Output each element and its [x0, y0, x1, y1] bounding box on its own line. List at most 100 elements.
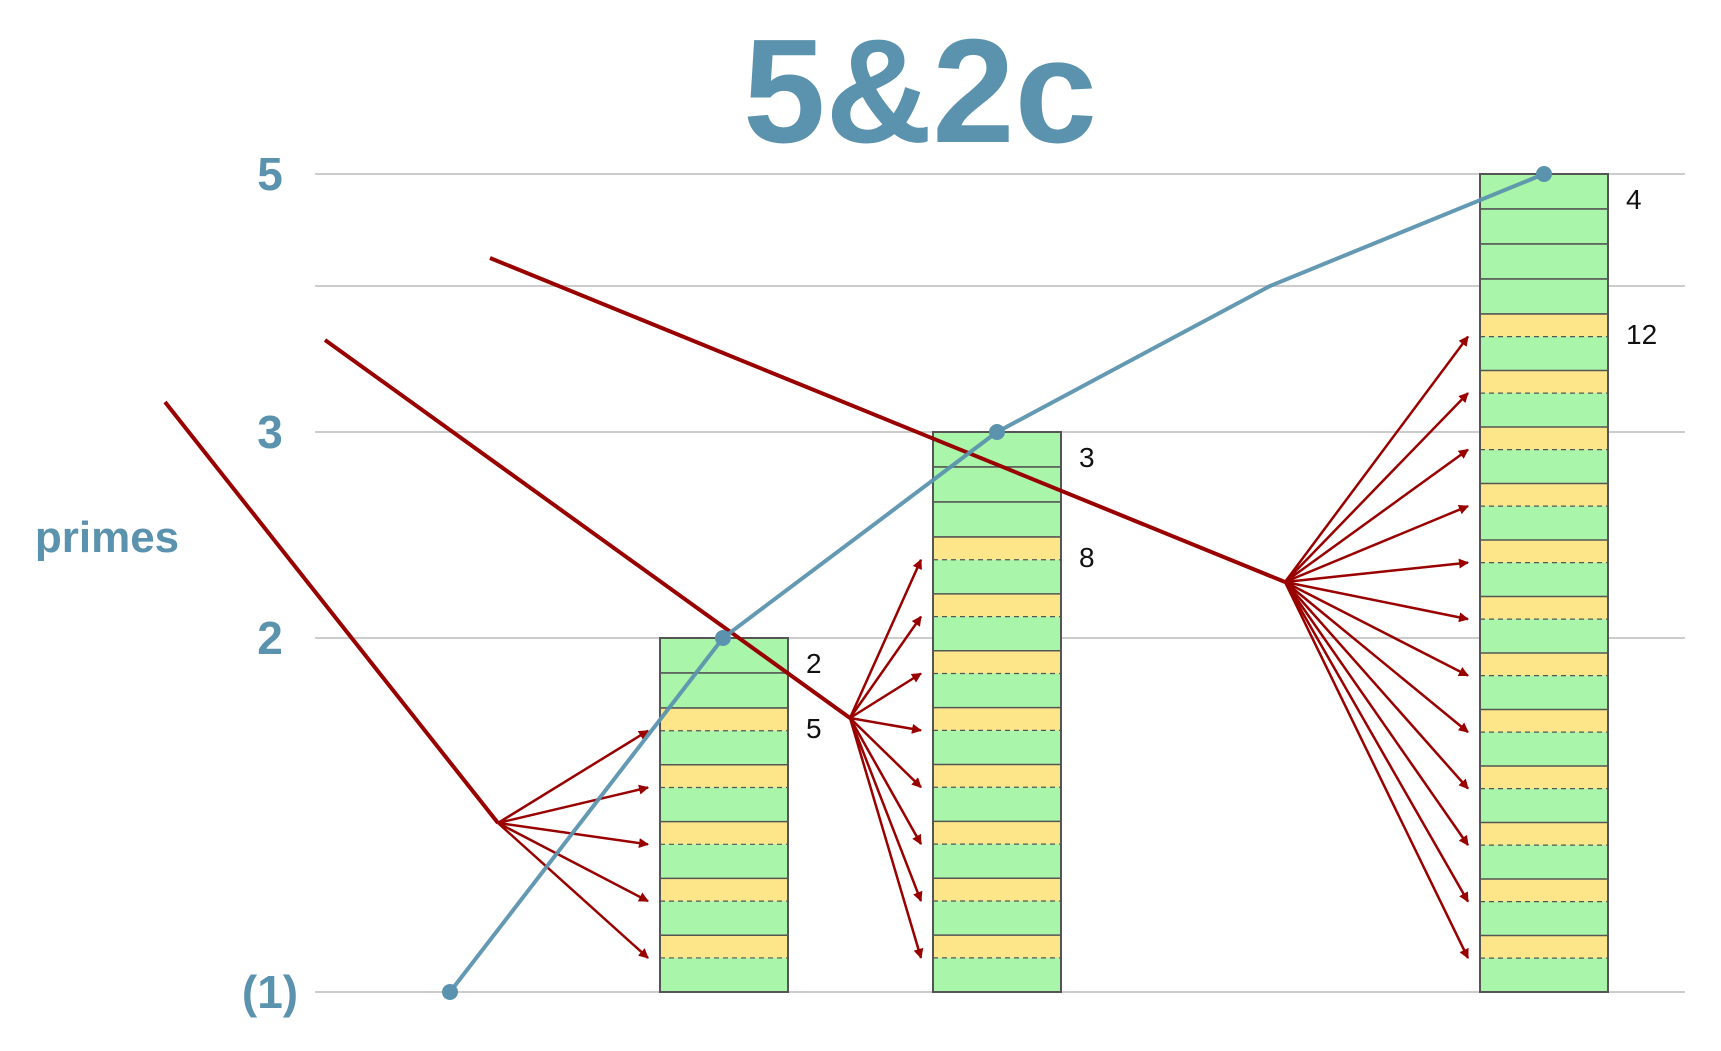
green-count-label: 4: [1626, 184, 1642, 215]
pointer-line-1: [163, 400, 500, 825]
yellow-cell: [1480, 822, 1608, 846]
yellow-cell: [660, 821, 788, 845]
green-cell: [1479, 208, 1609, 245]
green-cell: [1479, 243, 1609, 280]
stack-2: [932, 431, 1062, 993]
green-count-label: 3: [1079, 442, 1095, 473]
green-cell: [1480, 675, 1608, 710]
green-cell: [932, 501, 1062, 538]
fan-arrow: [1283, 581, 1470, 903]
fan-arrow: [1284, 448, 1469, 584]
fan-arrow: [1284, 580, 1469, 623]
yellow-cell: [933, 707, 1061, 731]
green-cell: [933, 787, 1061, 822]
fan-arrow: [1284, 581, 1469, 790]
yellow-cell: [933, 650, 1061, 674]
yellow-cell: [1480, 709, 1608, 733]
green-cell: [660, 730, 788, 765]
green-cell: [1480, 845, 1608, 879]
fan-arrow: [497, 821, 649, 903]
green-cell: [1480, 336, 1608, 371]
green-cell: [933, 559, 1061, 594]
green-cell: [1480, 506, 1608, 540]
line-marker: [442, 984, 458, 1000]
yellow-count-label: 5: [806, 713, 822, 744]
diagram-title: 5&2c: [743, 9, 1097, 174]
y-tick-3: 3: [257, 406, 283, 458]
y-axis-label: primes: [35, 513, 179, 562]
yellow-cell: [1480, 766, 1608, 789]
green-cell: [933, 957, 1061, 992]
yellow-cell: [933, 878, 1061, 901]
fan-arrow: [497, 729, 649, 825]
text-layer: 5&2c primes (1) 2 3 5 2 5 3 8 4 12: [35, 9, 1657, 1018]
green-cell: [660, 787, 788, 822]
fan-arrow: [1284, 558, 1469, 584]
y-tick-1: (1): [242, 966, 298, 1018]
fan-arrow: [1283, 581, 1470, 959]
fan-arrow: [1284, 580, 1469, 677]
stack-layer: [659, 173, 1609, 993]
line-marker: [1536, 166, 1552, 182]
yellow-cell: [1480, 540, 1608, 563]
green-cell: [1479, 278, 1609, 315]
yellow-cell: [660, 708, 788, 731]
stack-1: [659, 637, 789, 993]
fan-arrow: [1284, 504, 1469, 584]
yellow-cell: [1480, 314, 1608, 337]
yellow-cell: [1480, 483, 1608, 507]
yellow-cell: [933, 821, 1061, 845]
yellow-cell: [1480, 596, 1608, 620]
fan-arrow: [1284, 392, 1469, 583]
yellow-cell: [1480, 935, 1608, 959]
fan-arrow: [848, 717, 924, 959]
stack-3: [1479, 173, 1609, 993]
line-marker: [715, 630, 731, 646]
red-arrow-layer: [163, 256, 1470, 959]
green-cell: [660, 844, 788, 879]
yellow-count-label: 8: [1079, 542, 1095, 573]
y-tick-2: 2: [257, 612, 283, 664]
yellow-cell: [933, 764, 1061, 788]
line-marker: [989, 424, 1005, 440]
green-cell: [1480, 732, 1608, 766]
line-layer: [442, 166, 1552, 1000]
green-count-label: 2: [806, 648, 822, 679]
yellow-count-label: 12: [1626, 319, 1657, 350]
green-cell: [933, 901, 1061, 936]
green-cell: [933, 844, 1061, 879]
fan-arrow: [1283, 581, 1470, 846]
green-cell: [659, 672, 789, 709]
fan-arrow: [849, 672, 922, 720]
fan-arrow: [849, 717, 922, 789]
fan-arrow: [497, 784, 649, 825]
fan-arrow: [848, 615, 923, 719]
green-cell: [660, 957, 788, 992]
green-cell: [1480, 449, 1608, 484]
green-cell: [933, 730, 1061, 765]
fan-arrow: [848, 717, 923, 845]
yellow-cell: [1480, 370, 1608, 394]
fan-arrow: [1283, 335, 1470, 583]
green-cell: [1480, 619, 1608, 653]
fan-arrow: [848, 558, 923, 719]
green-cell: [932, 466, 1062, 503]
yellow-cell: [660, 935, 788, 958]
green-cell: [1480, 562, 1608, 597]
yellow-cell: [933, 935, 1061, 958]
green-cell: [1480, 958, 1608, 992]
fan-arrow: [848, 717, 923, 902]
green-cell: [660, 901, 788, 936]
yellow-cell: [660, 878, 788, 902]
fan-arrow: [849, 716, 922, 734]
yellow-cell: [1480, 653, 1608, 676]
y-tick-5: 5: [257, 148, 283, 200]
yellow-cell: [1480, 427, 1608, 450]
green-cell: [1480, 788, 1608, 823]
green-cell: [1480, 901, 1608, 936]
pointer-line-3: [489, 256, 1286, 584]
green-cell: [1480, 393, 1608, 427]
pointer-line-2: [323, 338, 852, 720]
green-cell: [933, 616, 1061, 651]
